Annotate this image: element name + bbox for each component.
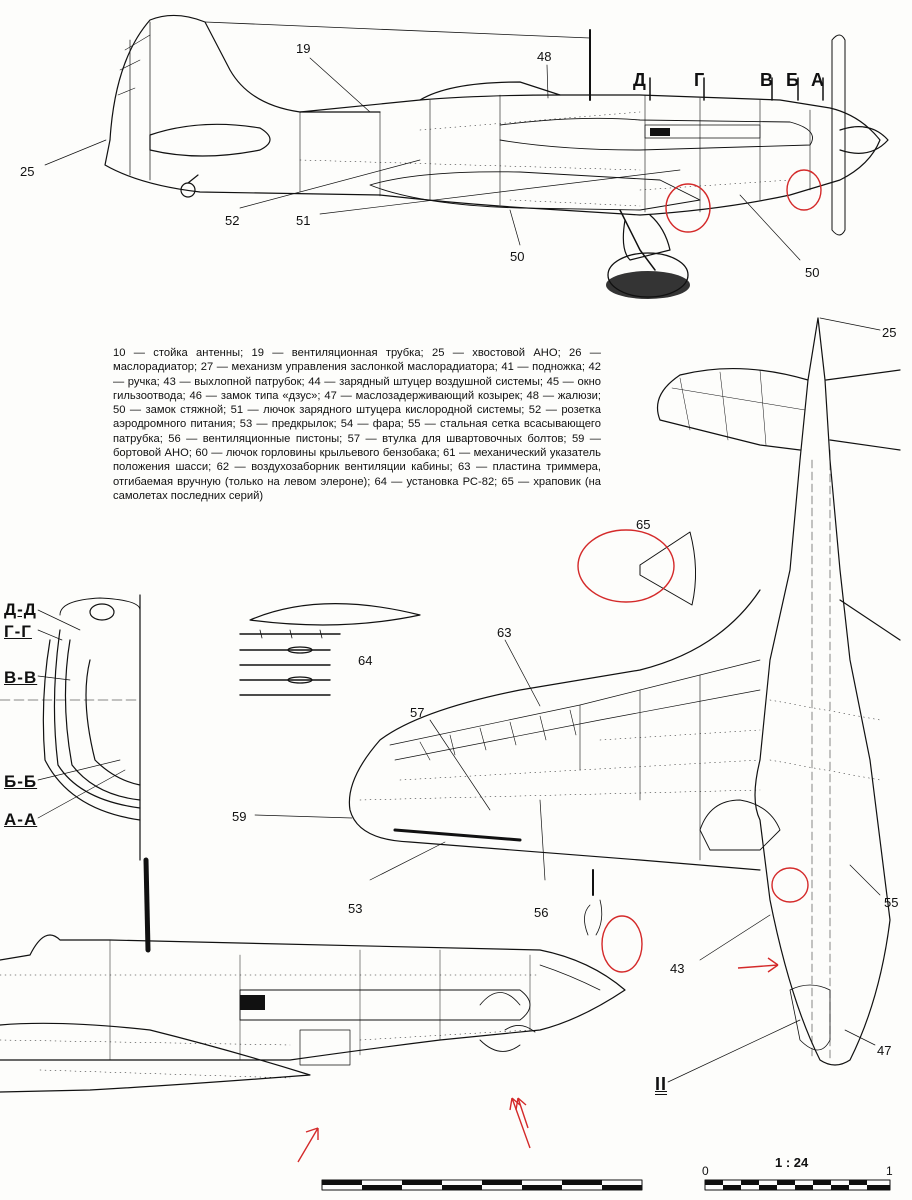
- callout-25-plan: 25: [882, 325, 897, 340]
- callout-50-left: 50: [510, 249, 525, 264]
- side-view: [44, 14, 889, 299]
- scale-ratio: 1 : 24: [775, 1155, 809, 1170]
- section-marker-g: Г: [694, 70, 706, 90]
- section-label-aa: А-А: [4, 810, 38, 829]
- section-marker-b: Б: [786, 70, 800, 90]
- callout-63: 63: [497, 625, 512, 640]
- callout-52: 52: [225, 213, 240, 228]
- section-label-dd: Д-Д: [4, 600, 37, 619]
- red-annotations: [297, 169, 822, 1163]
- section-marker-v: В: [760, 70, 774, 90]
- section-marker-a: А: [811, 70, 825, 90]
- callout-56: 56: [534, 905, 549, 920]
- callout-50-right: 50: [805, 265, 820, 280]
- callout-25-tail: 25: [20, 164, 35, 179]
- callout-51: 51: [296, 213, 311, 228]
- plan-view: [254, 317, 901, 1083]
- callout-59: 59: [232, 809, 247, 824]
- callout-47: 47: [877, 1043, 892, 1058]
- callout-55: 55: [884, 895, 899, 910]
- callout-64: 64: [358, 653, 373, 668]
- section-label-bb: Б-Б: [4, 772, 38, 791]
- legend-text: 10 — стойка антенны; 19 — вентиляционная…: [113, 347, 601, 502]
- callout-43: 43: [670, 961, 685, 976]
- callout-57: 57: [410, 705, 425, 720]
- callout-48: 48: [537, 49, 552, 64]
- callout-65: 65: [636, 517, 651, 532]
- rs82-installation: [239, 603, 421, 696]
- callout-19: 19: [296, 41, 311, 56]
- section-marker-d: Д: [633, 70, 647, 90]
- section-marker-ii: II: [655, 1074, 668, 1094]
- scale-start: 0: [702, 1164, 709, 1178]
- section-label-vv: В-В: [4, 668, 38, 687]
- scale-end: 1: [886, 1164, 893, 1178]
- scale-bars: [321, 1179, 891, 1191]
- section-label-gg: Г-Г: [4, 622, 32, 641]
- nose-detail: [0, 857, 626, 1093]
- cross-sections: [0, 594, 141, 861]
- callout-53: 53: [348, 901, 363, 916]
